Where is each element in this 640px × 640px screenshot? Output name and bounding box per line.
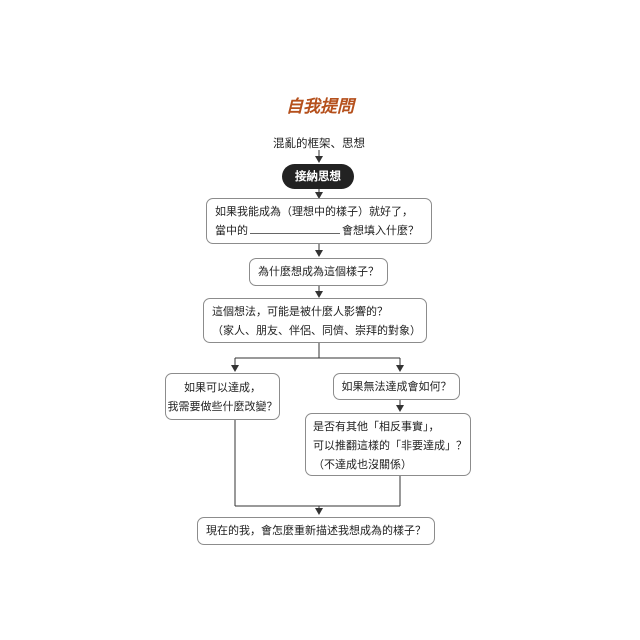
accept-node: 接納思想 (282, 164, 354, 189)
right-sub-line1: 是否有其他「相反事實」， (313, 420, 440, 433)
q3-line1: 這個想法，可能是被什麼人影響的？ (212, 305, 388, 318)
branch-not-achievable: 如果無法達成會如何？ (333, 373, 460, 400)
question-why: 為什麼想成為這個樣子？ (249, 258, 388, 286)
final-question: 現在的我，會怎麼重新描述我想成為的樣子？ (197, 517, 435, 545)
start-label: 混亂的框架、思想 (273, 136, 365, 150)
left-line1: 如果可以達成， (184, 381, 261, 394)
page-title: 自我提問 (286, 97, 354, 117)
right-sub-line3: （不達成也沒關係） (313, 458, 412, 471)
question-ideal-self: 如果我能成為（理想中的樣子）就好了， 當中的 會想填入什麼？ (206, 198, 432, 244)
counter-facts-box: 是否有其他「相反事實」， 可以推翻這樣的「非要達成」？ （不達成也沒關係） (305, 413, 471, 476)
branch-achievable: 如果可以達成， 我需要做些什麼改變？ (165, 373, 280, 420)
question-influence: 這個想法，可能是被什麼人影響的？ （家人、朋友、伴侶、同儕、崇拜的對象） (203, 298, 427, 343)
fill-in-blank (250, 222, 340, 234)
q1-line2-prefix: 當中的 (215, 224, 248, 237)
right-sub-line2: 可以推翻這樣的「非要達成」？ (313, 439, 467, 452)
q1-line2: 當中的 會想填入什麼？ (215, 221, 431, 240)
q1-line1: 如果我能成為（理想中的樣子）就好了， (215, 205, 413, 218)
q3-line2: （家人、朋友、伴侶、同儕、崇拜的對象） (212, 324, 421, 337)
left-line2: 我需要做些什麼改變？ (167, 400, 278, 413)
q1-line2-suffix: 會想填入什麼？ (342, 224, 419, 237)
